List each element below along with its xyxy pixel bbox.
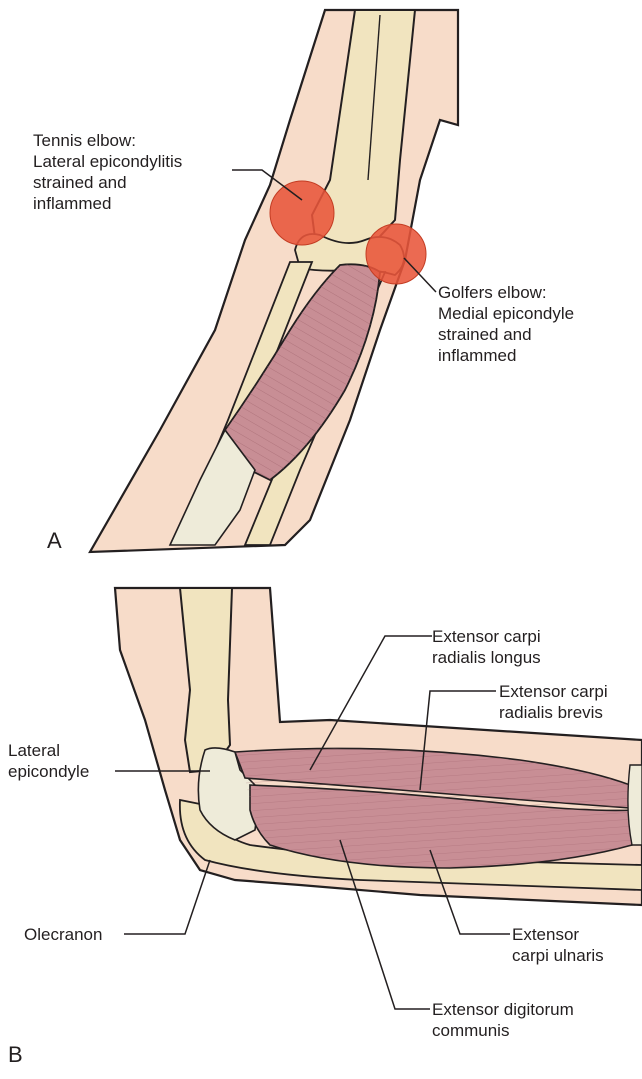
panel-a-letter: A xyxy=(47,528,62,554)
panel-a xyxy=(90,10,458,552)
ecrb-label: Extensor carpi radialis brevis xyxy=(499,681,608,723)
lateral-epicondyle-label: Lateral epicondyle xyxy=(8,740,89,782)
tennis-elbow-label: Tennis elbow: Lateral epicondylitis stra… xyxy=(33,130,182,214)
ecu-label: Extensor carpi ulnaris xyxy=(512,924,604,966)
golfers-elbow-highlight xyxy=(366,224,426,284)
panel-b-letter: B xyxy=(8,1042,23,1068)
wrist-tendons-b xyxy=(628,765,642,845)
olecranon-label: Olecranon xyxy=(24,924,102,945)
golfers-elbow-label: Golfers elbow: Medial epicondyle straine… xyxy=(438,282,574,366)
ecrl-label: Extensor carpi radialis longus xyxy=(432,626,541,668)
edc-label: Extensor digitorum communis xyxy=(432,999,574,1041)
tennis-elbow-highlight xyxy=(270,181,334,245)
olecranon-leader-line xyxy=(124,860,210,934)
